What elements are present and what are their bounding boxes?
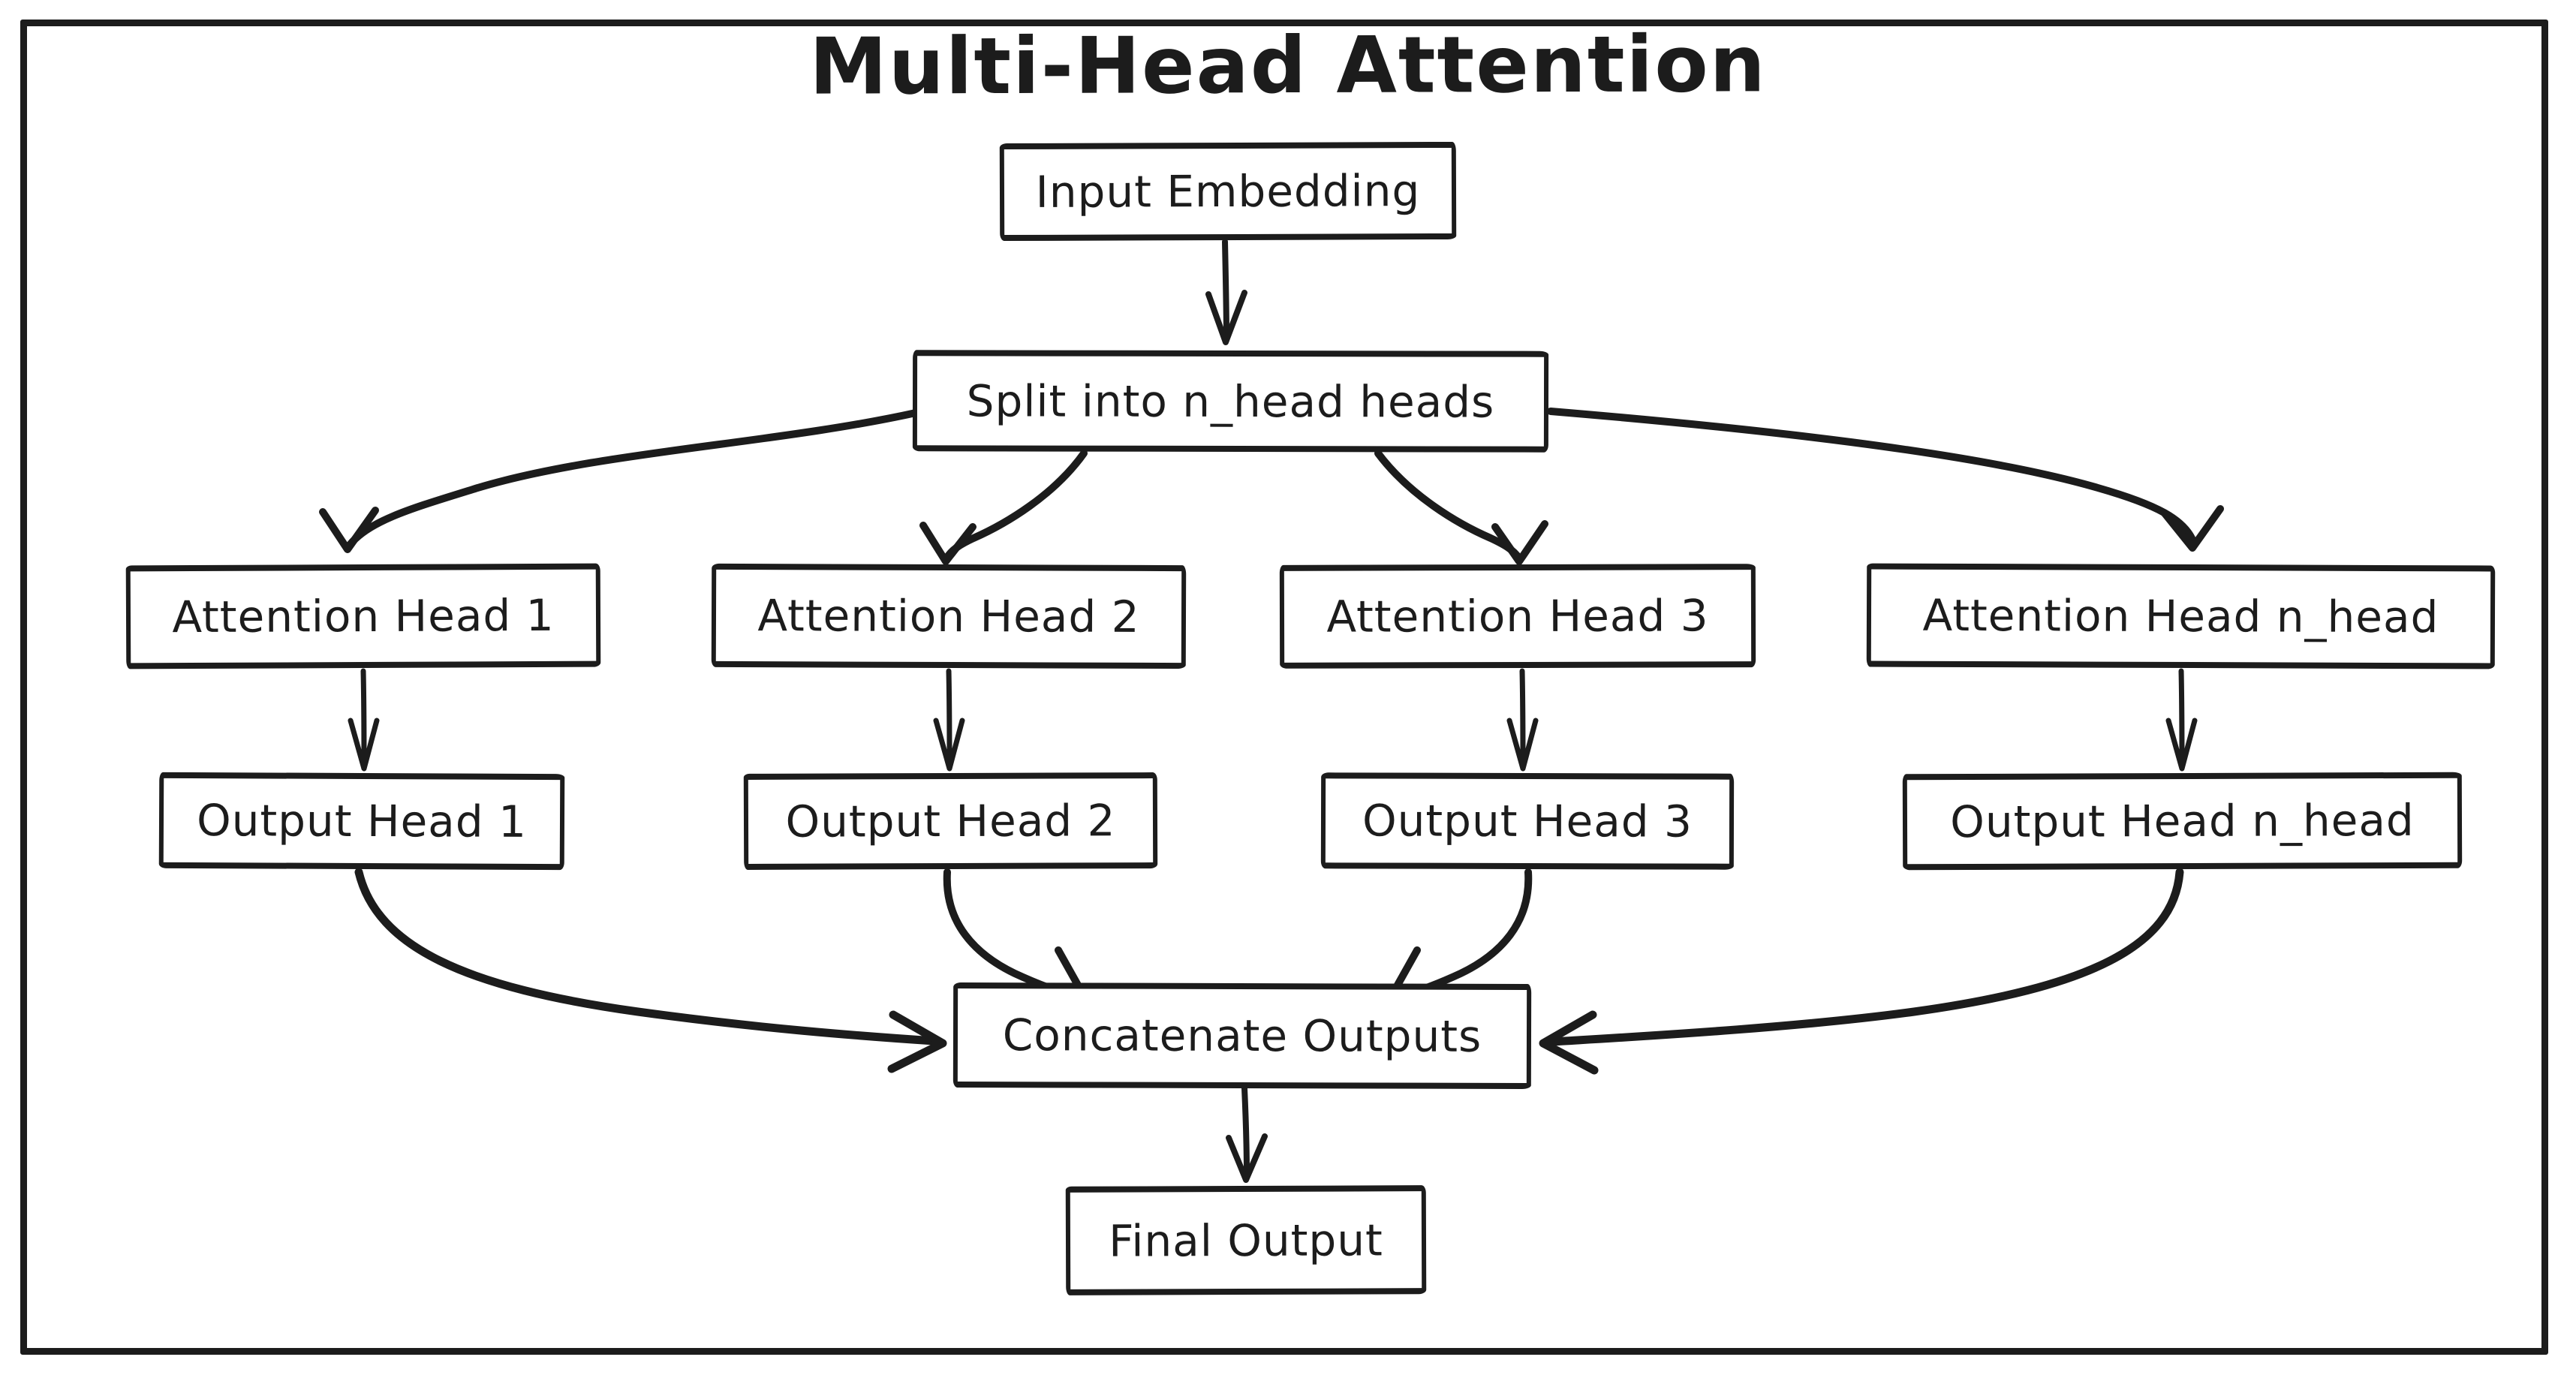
node-attention-head-3: Attention Head 3 xyxy=(1279,564,1756,669)
node-label: Input Embedding xyxy=(1035,165,1421,218)
node-final-output: Final Output xyxy=(1065,1185,1427,1295)
node-label: Split into n_head heads xyxy=(966,375,1495,428)
node-label: Attention Head 1 xyxy=(172,589,555,643)
node-label: Concatenate Outputs xyxy=(1002,1009,1482,1062)
node-concatenate-outputs: Concatenate Outputs xyxy=(952,982,1532,1090)
node-split-heads: Split into n_head heads xyxy=(912,350,1549,453)
node-label: Attention Head 2 xyxy=(757,590,1140,642)
node-output-head-3: Output Head 3 xyxy=(1320,772,1735,870)
node-attention-head-1: Attention Head 1 xyxy=(125,563,601,669)
node-output-head-n: Output Head n_head xyxy=(1902,772,2463,871)
node-label: Output Head 3 xyxy=(1362,795,1693,847)
node-output-head-2: Output Head 2 xyxy=(743,772,1158,870)
node-label: Attention Head n_head xyxy=(1922,589,2439,643)
node-label: Output Head 1 xyxy=(196,795,528,847)
node-attention-head-2: Attention Head 2 xyxy=(711,563,1187,669)
diagram-title: Multi-Head Attention xyxy=(809,18,1767,113)
outer-frame xyxy=(20,20,2548,1355)
node-label: Output Head 2 xyxy=(785,795,1116,847)
node-label: Final Output xyxy=(1109,1214,1383,1267)
node-label: Output Head n_head xyxy=(1950,794,2415,848)
node-label: Attention Head 3 xyxy=(1326,590,1709,642)
node-input-embedding: Input Embedding xyxy=(999,141,1457,242)
node-attention-head-n: Attention Head n_head xyxy=(1866,563,2496,669)
node-output-head-1: Output Head 1 xyxy=(158,772,565,871)
